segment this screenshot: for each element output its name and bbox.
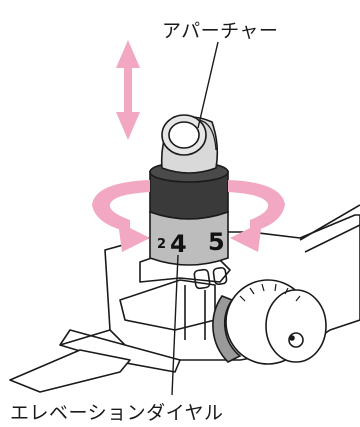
aperture-label: アパーチャー	[162, 16, 278, 43]
rotation-arrow-left	[92, 180, 150, 252]
dial-marking-4: 4	[170, 230, 187, 258]
dial-marking-5: 5	[208, 228, 225, 256]
elevation-dial: 2 4 5	[150, 162, 228, 265]
dial-marking-2: 2	[157, 237, 166, 252]
aperture	[162, 115, 218, 173]
elevation-dial-label: エレベーションダイヤル	[10, 398, 224, 425]
up-down-arrow	[116, 40, 140, 140]
aperture-leader-line	[198, 42, 218, 128]
